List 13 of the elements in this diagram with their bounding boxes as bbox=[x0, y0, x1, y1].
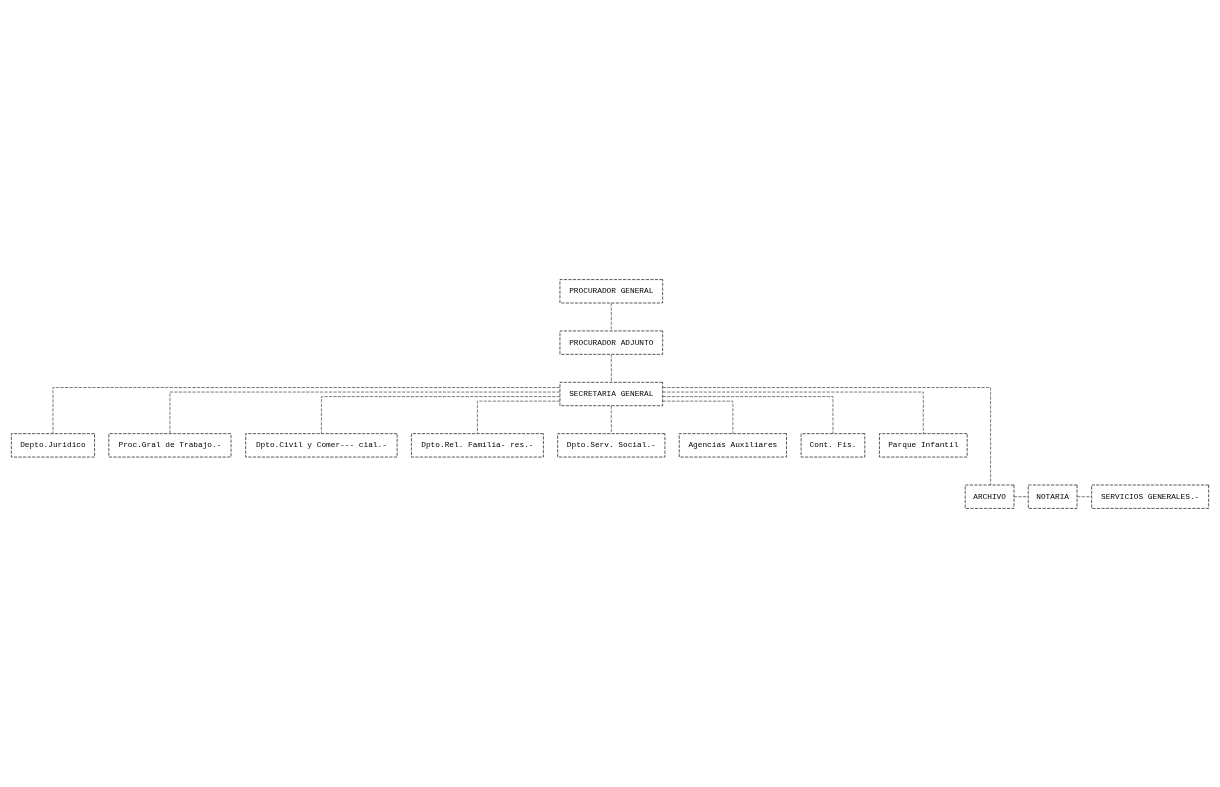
connector bbox=[610, 302, 612, 331]
connector bbox=[1013, 495, 1029, 497]
connector bbox=[610, 405, 612, 434]
connector bbox=[662, 386, 991, 485]
connector bbox=[610, 353, 612, 382]
connector bbox=[662, 400, 734, 434]
connector bbox=[169, 391, 561, 434]
connector bbox=[52, 386, 561, 434]
connector bbox=[1076, 495, 1092, 497]
connector bbox=[662, 391, 924, 434]
connector bbox=[321, 395, 561, 434]
connector bbox=[477, 400, 561, 434]
connector bbox=[662, 395, 834, 434]
